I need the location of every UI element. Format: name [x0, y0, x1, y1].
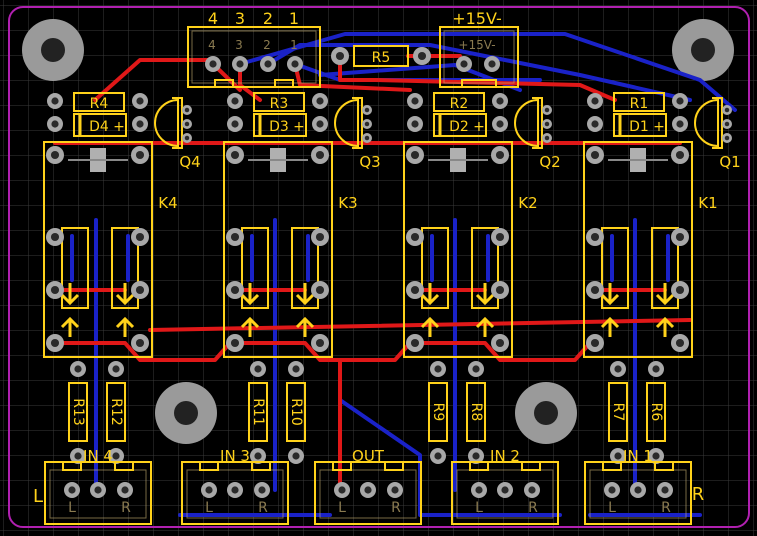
svg-text:L: L: [205, 500, 213, 516]
resistor-r4: R4: [73, 92, 125, 112]
svg-text:K2: K2: [518, 194, 537, 212]
svg-text:D3: D3: [269, 119, 289, 135]
resistor-r9: R9: [428, 382, 448, 442]
diode-d1: D1+: [613, 113, 667, 137]
audio-connector-in4: IN 4 L R: [44, 447, 152, 525]
svg-text:R: R: [528, 500, 538, 516]
svg-text:R3: R3: [270, 96, 289, 112]
control-pin-1-label: 1: [289, 9, 299, 28]
resistor-r7: R7: [608, 382, 628, 442]
diode-d3: D3+: [253, 113, 307, 137]
pads: [46, 47, 732, 498]
svg-text:+: +: [113, 119, 125, 135]
svg-text:Q3: Q3: [359, 153, 380, 171]
svg-text:R7: R7: [610, 403, 626, 422]
svg-text:R13: R13: [70, 398, 86, 426]
svg-text:L: L: [608, 500, 616, 516]
svg-text:IN 2: IN 2: [490, 447, 520, 465]
svg-text:L: L: [475, 500, 483, 516]
resistor-r11: R11: [248, 382, 268, 442]
board-outline: [8, 6, 750, 528]
svg-text:L: L: [338, 500, 346, 516]
audio-connector-in1: IN 1 L R: [584, 447, 692, 525]
svg-text:R12: R12: [108, 398, 124, 426]
svg-text:R8: R8: [468, 403, 484, 422]
control-pin-2-label: 2: [263, 9, 273, 28]
svg-text:K3: K3: [338, 194, 357, 212]
power-label: +15V-: [452, 9, 502, 28]
svg-text:D1: D1: [629, 119, 649, 135]
svg-text:+: +: [473, 119, 485, 135]
transistor-q1: Q1: [694, 97, 741, 171]
power-connector: +15V- +15V-: [439, 9, 519, 88]
svg-text:R4: R4: [90, 96, 109, 112]
svg-text:R10: R10: [288, 398, 304, 426]
svg-text:IN 1: IN 1: [623, 447, 653, 465]
audio-connector-in2: IN 2 L R: [451, 447, 559, 525]
svg-text:R: R: [391, 500, 401, 516]
resistor-r6: R6: [646, 382, 666, 442]
svg-text:IN 4: IN 4: [83, 447, 113, 465]
relay-k4: K4: [43, 141, 178, 358]
resistor-r1: R1: [613, 92, 665, 112]
svg-text:+: +: [653, 119, 665, 135]
svg-text:L: L: [68, 500, 76, 516]
control-inner-pin-4: 4: [208, 38, 216, 52]
svg-text:R11: R11: [250, 398, 266, 426]
svg-text:+: +: [293, 119, 305, 135]
resistor-r3: R3: [253, 92, 305, 112]
svg-text:R: R: [121, 500, 131, 516]
resistor-r10: R10: [286, 382, 306, 442]
transistor-q3: Q3: [334, 97, 381, 171]
control-pin-3-label: 3: [235, 9, 245, 28]
audio-connector-in3: IN 3 L R: [181, 447, 289, 525]
resistor-r5: R5: [353, 45, 409, 67]
svg-text:Q4: Q4: [179, 153, 200, 171]
transistor-q4: Q4: [154, 97, 201, 171]
power-inner-label: +15V-: [458, 38, 495, 52]
svg-text:Q2: Q2: [539, 153, 560, 171]
transistor-q2: Q2: [514, 97, 561, 171]
svg-text:R: R: [258, 500, 268, 516]
svg-text:D2: D2: [449, 119, 469, 135]
diode-d2: D2+: [433, 113, 487, 137]
resistor-r2: R2: [433, 92, 485, 112]
svg-text:D4: D4: [89, 119, 109, 135]
resistor-r12: R12: [106, 382, 126, 442]
svg-text:OUT: OUT: [352, 447, 385, 465]
audio-connector-out: OUT L R: [314, 447, 422, 525]
control-inner-pin-2: 2: [263, 38, 271, 52]
resistor-r8: R8: [466, 382, 486, 442]
relay-k1: K1: [583, 141, 718, 358]
resistor-r13: R13: [68, 382, 88, 442]
mounting-holes: [22, 19, 734, 444]
control-pin-4-label: 4: [208, 9, 218, 28]
side-label-left: L: [33, 486, 43, 507]
svg-text:R9: R9: [430, 403, 446, 422]
control-inner-pin-1: 1: [290, 38, 298, 52]
svg-text:Q1: Q1: [719, 153, 740, 171]
diode-d4: D4+: [73, 113, 127, 137]
svg-text:R1: R1: [630, 96, 649, 112]
svg-text:R6: R6: [648, 403, 664, 422]
svg-text:R5: R5: [372, 50, 391, 66]
control-connector: 4 3 2 1 4 3 2 1: [187, 9, 321, 88]
svg-text:R2: R2: [450, 96, 469, 112]
relay-k3: K3: [223, 141, 358, 358]
svg-text:K1: K1: [698, 194, 717, 212]
svg-text:R: R: [661, 500, 671, 516]
relay-k2: K2: [403, 141, 538, 358]
svg-text:IN 3: IN 3: [220, 447, 250, 465]
side-label-right: R: [692, 484, 705, 505]
svg-text:K4: K4: [158, 194, 177, 212]
control-inner-pin-3: 3: [235, 38, 243, 52]
